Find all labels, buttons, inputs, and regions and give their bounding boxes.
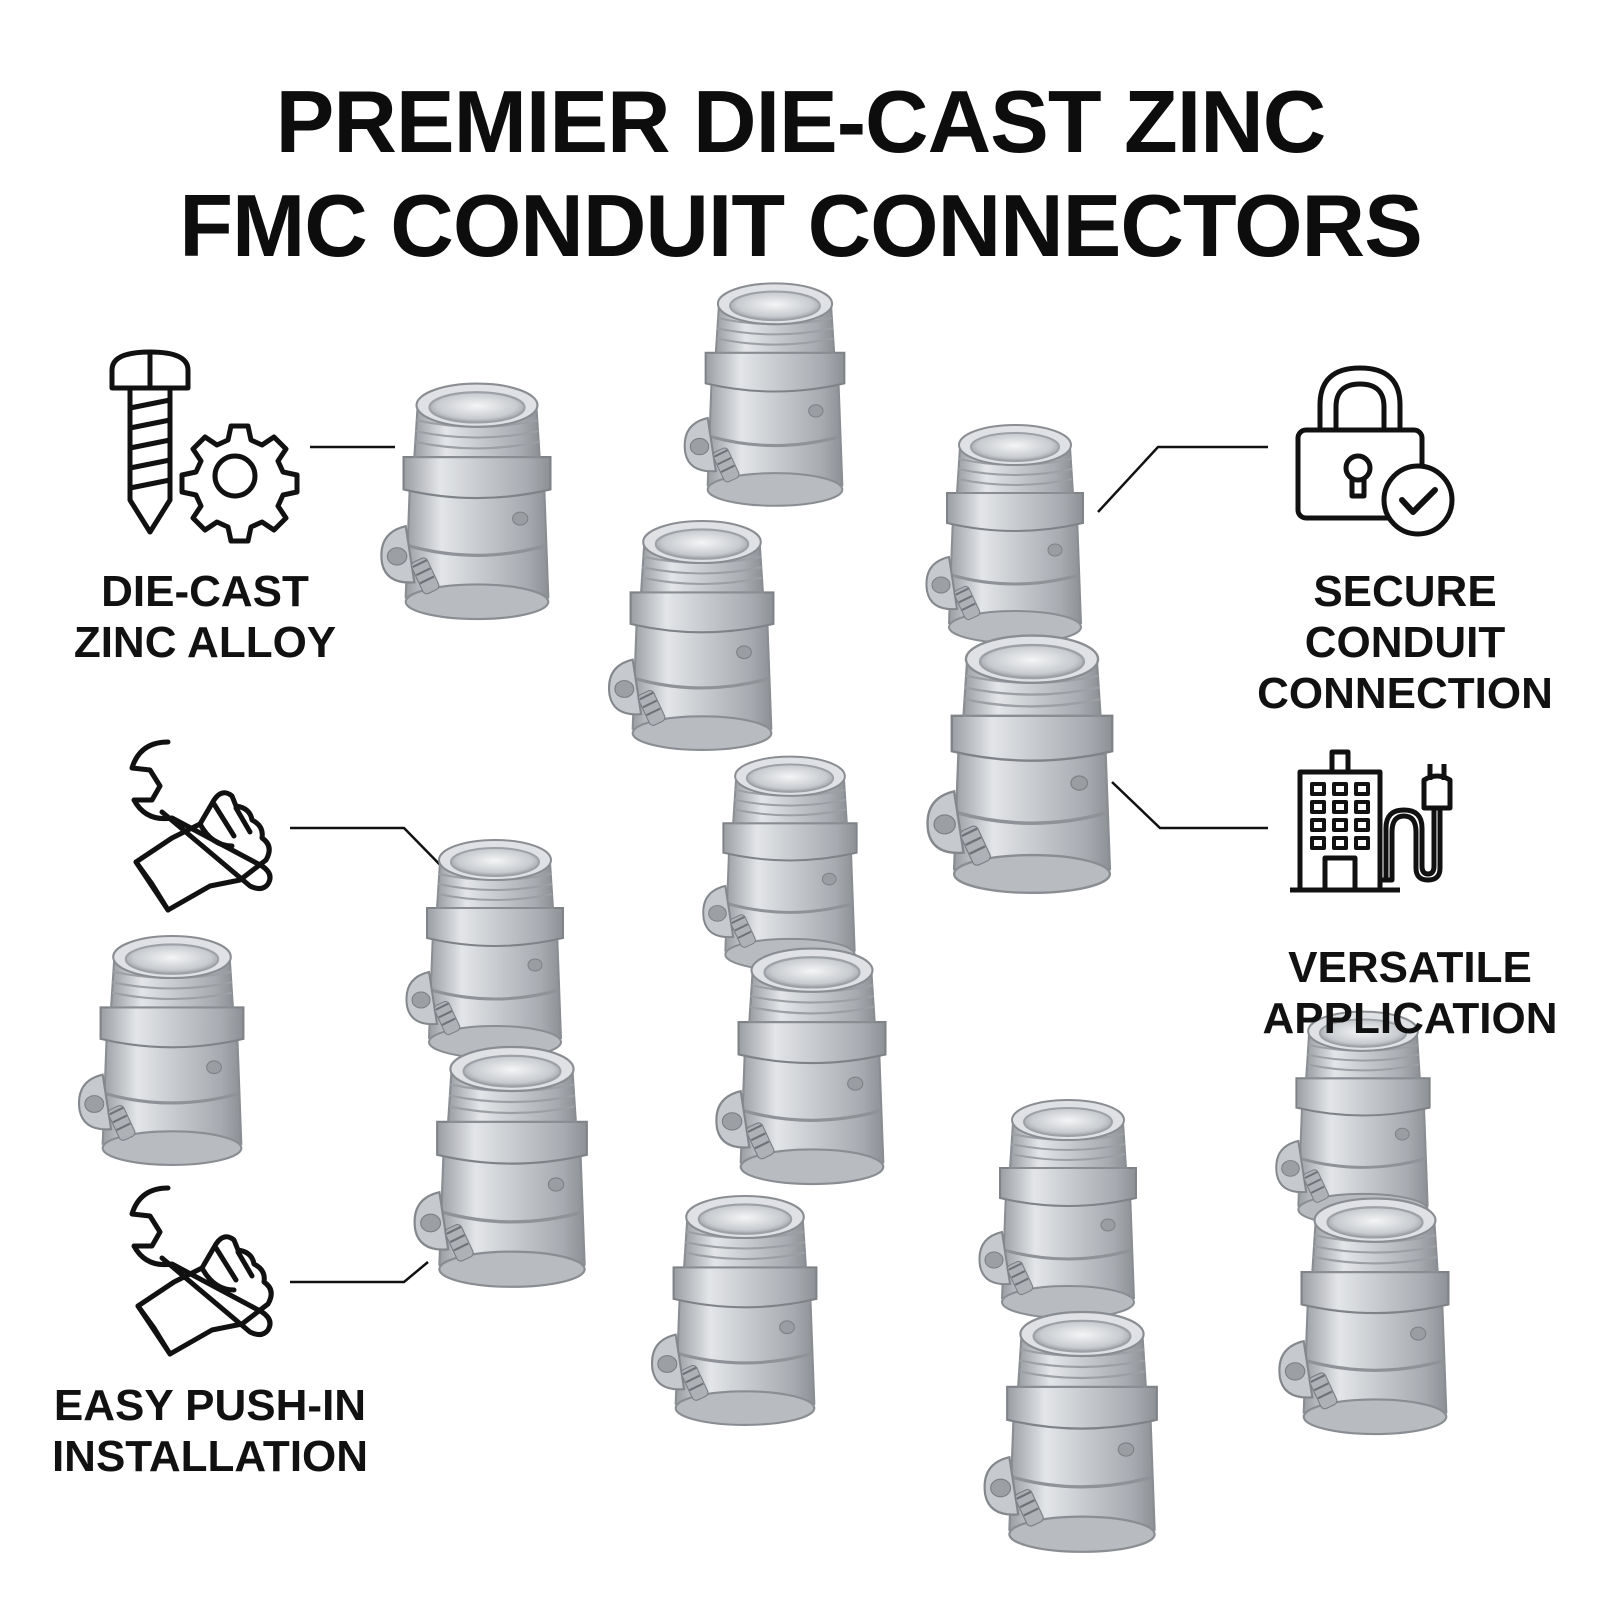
feature-label-versatile-application: VERSATILE APPLICATION — [1240, 942, 1580, 1044]
screw-gear-icon — [109, 349, 300, 544]
leader-lines — [290, 445, 1268, 1284]
connector-4 — [924, 423, 1085, 645]
leader-line-easy-1 — [290, 826, 451, 876]
feature-label-line: CONNECTION — [1257, 669, 1553, 718]
padlock-check-icon — [1295, 365, 1455, 537]
feature-label-line: APPLICATION — [1262, 994, 1558, 1043]
feature-label-line: DIE-CAST — [101, 567, 309, 616]
feature-label-line: VERSATILE — [1288, 943, 1532, 992]
connector-12 — [977, 1098, 1138, 1320]
feature-label-line: CONDUIT — [1304, 618, 1506, 667]
hand-wrench-icon-2 — [129, 1185, 274, 1357]
connector-7 — [404, 838, 565, 1060]
feature-label-line: INSTALLATION — [51, 1432, 369, 1481]
feature-label-line: ZINC ALLOY — [73, 618, 337, 667]
leader-line-easy-2 — [290, 1261, 429, 1284]
connector-3 — [607, 519, 775, 752]
page-title-line-2: FMC CONDUIT CONNECTORS — [179, 176, 1423, 275]
connector-10 — [412, 1045, 589, 1289]
connector-15 — [982, 1310, 1159, 1554]
feature-label-easy-installation: EASY PUSH-IN INSTALLATION — [40, 1380, 380, 1482]
hand-wrench-icon — [129, 739, 273, 913]
connector-5 — [925, 633, 1115, 895]
connector-8 — [77, 934, 245, 1167]
feature-label-secure-connection: SECURE CONDUIT CONNECTION — [1230, 566, 1580, 719]
connector-2 — [683, 281, 846, 508]
connector-6 — [701, 755, 859, 972]
connector-14 — [1277, 1196, 1451, 1436]
connector-1 — [379, 381, 553, 621]
connector-13 — [650, 1194, 818, 1427]
feature-label-line: EASY PUSH-IN — [53, 1381, 367, 1430]
feature-label-line: SECURE — [1313, 567, 1497, 616]
page-title-line-1: PREMIER DIE-CAST ZINC — [275, 72, 1327, 171]
leader-line-secure — [1097, 445, 1268, 513]
leader-line-versatile — [1111, 781, 1268, 830]
feature-label-die-cast: DIE-CAST ZINC ALLOY — [55, 566, 355, 668]
building-plug-icon — [1290, 749, 1453, 893]
connector-9 — [714, 946, 888, 1186]
